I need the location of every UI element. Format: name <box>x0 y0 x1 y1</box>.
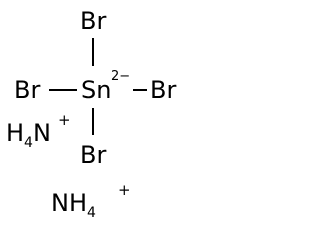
ion2-nh: NH <box>51 189 87 217</box>
ion1-subscript: 4 <box>24 135 33 151</box>
atom-br-left: Br <box>14 76 41 104</box>
bond-right <box>133 89 147 91</box>
atom-br-top: Br <box>80 7 107 35</box>
ion1-n: N <box>32 119 51 147</box>
molecular-structure: Br Br Sn 2− Br Br H4N + NH4 + <box>6 7 177 220</box>
atom-br-bottom: Br <box>80 141 107 169</box>
ammonium-ion-2: NH4 <box>51 191 96 220</box>
atom-br-right: Br <box>150 76 177 104</box>
ion2-charge: + <box>118 181 131 199</box>
bond-top <box>92 38 94 66</box>
sn-charge: 2− <box>111 69 131 84</box>
ion2-subscript: 4 <box>87 205 96 221</box>
ion1-charge: + <box>58 111 71 129</box>
bond-bottom <box>92 108 94 135</box>
atom-sn-center: Sn <box>81 76 112 104</box>
ammonium-ion-1: H4N <box>6 121 51 150</box>
bond-left <box>49 89 77 91</box>
ion1-h: H <box>6 119 25 147</box>
